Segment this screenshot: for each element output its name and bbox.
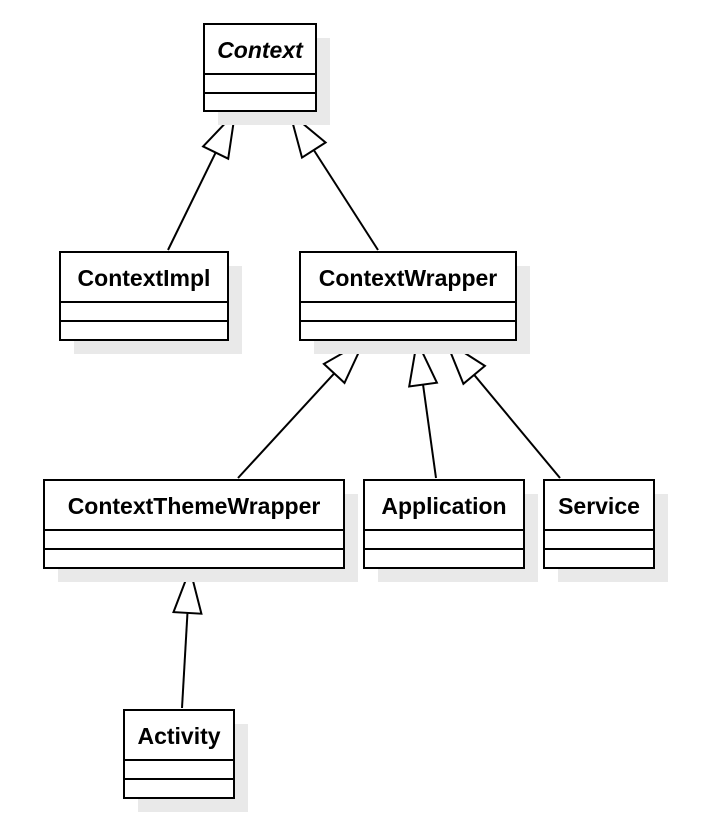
- class-box: [59, 251, 229, 341]
- class-activity[interactable]: Activity: [123, 709, 248, 812]
- class-application[interactable]: Application: [363, 479, 538, 582]
- class-box: [363, 479, 525, 569]
- generalization-line: [473, 374, 561, 479]
- class-box: [203, 23, 317, 112]
- class-box: [123, 709, 235, 799]
- class-name: Activity: [137, 723, 220, 749]
- class-name: Application: [381, 493, 506, 519]
- class-box: [543, 479, 655, 569]
- inheritance-arrowhead: [172, 565, 203, 615]
- class-name: ContextThemeWrapper: [68, 493, 321, 519]
- class-name: ContextWrapper: [319, 265, 498, 291]
- generalization-application-to-contextwrapper: [407, 337, 439, 479]
- class-box: [43, 479, 345, 569]
- generalization-contextthemewrapper-to-contextwrapper: [237, 338, 367, 479]
- generalization-contextimpl-to-context: [167, 110, 237, 251]
- class-contextthemewrapper[interactable]: ContextThemeWrapper: [43, 479, 358, 582]
- class-name: Service: [558, 493, 640, 519]
- generalization-service-to-contextwrapper: [443, 338, 561, 479]
- class-name: ContextImpl: [78, 265, 211, 291]
- generalization-contextwrapper-to-context: [288, 110, 379, 251]
- edges-layer: [167, 110, 561, 709]
- class-name: Context: [217, 37, 304, 63]
- generalization-activity-to-contextthemewrapper: [172, 565, 203, 709]
- generalization-line: [312, 149, 379, 251]
- generalization-line: [422, 384, 437, 479]
- generalization-line: [167, 152, 217, 251]
- generalization-line: [181, 612, 189, 709]
- class-service[interactable]: Service: [543, 479, 668, 582]
- generalization-line: [237, 372, 335, 479]
- class-contextwrapper[interactable]: ContextWrapper: [299, 251, 530, 354]
- class-contextimpl[interactable]: ContextImpl: [59, 251, 242, 354]
- class-context[interactable]: Context: [203, 23, 330, 125]
- class-box: [299, 251, 517, 341]
